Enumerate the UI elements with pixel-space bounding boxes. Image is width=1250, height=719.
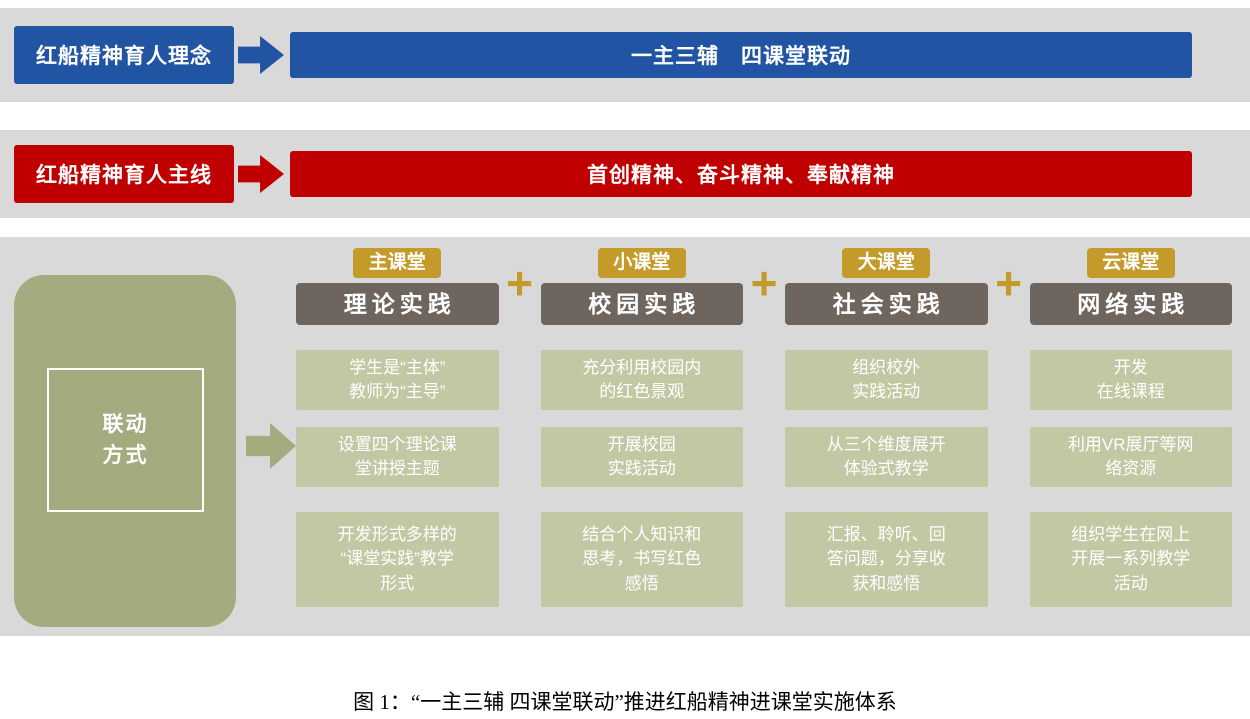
classroom-badge: 小课堂 [597, 248, 686, 278]
right-arrow-icon [238, 36, 284, 74]
item-box: 利用VR展厅等网 络资源 [1029, 427, 1232, 487]
item-box: 开发 在线课程 [1029, 350, 1232, 410]
column-small-classroom: 小课堂 校园实践 充分利用校园内 的红色景观 开展校园 实践活动 结合个人知识和… [540, 248, 743, 607]
item-box: 设置四个理论课 堂讲授主题 [296, 427, 499, 487]
item-box: 组织校外 实践活动 [785, 350, 988, 410]
item-box: 开发形式多样的 “课堂实践”教学 形式 [296, 512, 499, 607]
item-box: 汇报、聆听、回 答问题，分享收 获和感悟 [785, 512, 988, 607]
column-main-classroom: 主课堂 理论实践 学生是“主体” 教师为“主导” 设置四个理论课 堂讲授主题 开… [296, 248, 499, 607]
item-box: 组织学生在网上 开展一系列教学 活动 [1029, 512, 1232, 607]
item-box: 充分利用校园内 的红色景观 [540, 350, 743, 410]
column-header: 校园实践 [540, 283, 743, 325]
linkage-method-box: 联动 方式 [14, 275, 236, 627]
column-header: 社会实践 [785, 283, 988, 325]
column-header: 网络实践 [1029, 283, 1232, 325]
column-cloud-classroom: 云课堂 网络实践 开发 在线课程 利用VR展厅等网 络资源 组织学生在网上 开展… [1029, 248, 1232, 607]
item-box: 从三个维度展开 体验式教学 [785, 427, 988, 487]
concept-row: 红船精神育人理念 一主三辅 四课堂联动 [0, 8, 1250, 102]
right-arrow-icon [246, 423, 296, 469]
concept-bar: 一主三辅 四课堂联动 [290, 32, 1192, 78]
item-box: 学生是“主体” 教师为“主导” [296, 350, 499, 410]
mainline-label-box: 红船精神育人主线 [14, 145, 234, 203]
concept-band: 红船精神育人理念 一主三辅 四课堂联动 [0, 8, 1250, 102]
concept-label-box: 红船精神育人理念 [14, 26, 234, 84]
mainline-band: 红船精神育人主线 首创精神、奋斗精神、奉献精神 [0, 130, 1250, 218]
figure-caption: 图 1：“一主三辅 四课堂联动”推进红船精神进课堂实施体系 [353, 690, 897, 714]
column-big-classroom: 大课堂 社会实践 组织校外 实践活动 从三个维度展开 体验式教学 汇报、聆听、回… [785, 248, 988, 607]
plus-icon: + [995, 257, 1022, 309]
mainline-bar: 首创精神、奋斗精神、奉献精神 [290, 151, 1192, 197]
column-header: 理论实践 [296, 283, 499, 325]
mainline-row: 红船精神育人主线 首创精神、奋斗精神、奉献精神 [0, 130, 1250, 218]
classrooms-band: 联动 方式 主课堂 理论实践 学生是“主体” 教师为“主导” 设置四个理论课 堂… [0, 237, 1250, 636]
plus-icon: + [750, 257, 778, 309]
classroom-columns: 主课堂 理论实践 学生是“主体” 教师为“主导” 设置四个理论课 堂讲授主题 开… [296, 248, 1232, 607]
plus-icon: + [506, 257, 533, 309]
item-box: 结合个人知识和 思考，书写红色 感悟 [540, 512, 743, 607]
classroom-badge: 云课堂 [1086, 248, 1175, 278]
classroom-badge: 主课堂 [353, 248, 442, 278]
linkage-method-label: 联动 方式 [47, 368, 204, 512]
classroom-badge: 大课堂 [842, 248, 931, 278]
right-arrow-icon [238, 155, 284, 193]
item-box: 开展校园 实践活动 [540, 427, 743, 487]
